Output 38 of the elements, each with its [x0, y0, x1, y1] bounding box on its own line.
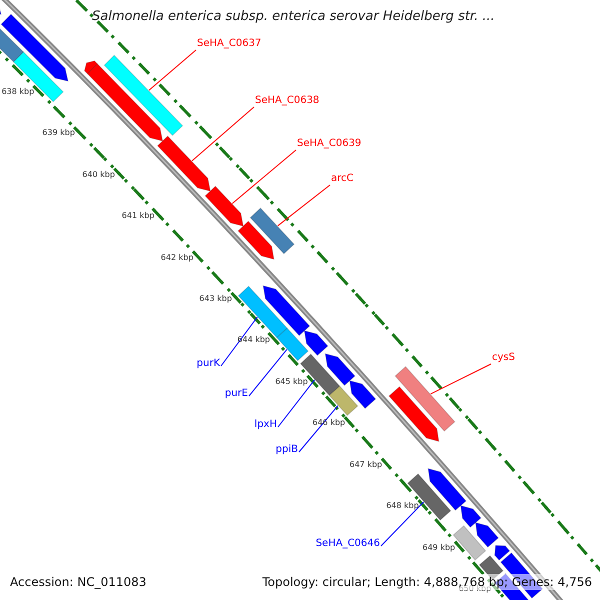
scale-label: 648 kbp [386, 501, 419, 512]
leader-line [148, 50, 196, 91]
gene-label: lpxH [254, 419, 277, 431]
gene-feature [250, 207, 295, 254]
leader-line [430, 364, 492, 394]
scale-label: 639 kbp [42, 128, 75, 138]
gene-label: purE [224, 388, 248, 400]
map-title: Salmonella enterica subsp. enterica serovar Heidelberg str. ... [92, 9, 495, 24]
scale-label: 638 kbp [2, 87, 34, 97]
gene-feature [394, 366, 456, 432]
leader-line [380, 502, 424, 546]
gene-label: arcC [331, 173, 354, 185]
accession-text: Accession: NC_011083 [8, 574, 148, 590]
leader-line [248, 348, 288, 396]
gene-feature [328, 385, 358, 416]
leader-line [277, 184, 330, 226]
scale-label: 641 kbp [122, 211, 154, 222]
gene-label: SeHA_C0646 [316, 538, 380, 550]
leader-line [278, 379, 316, 428]
gene-label: purK [196, 358, 220, 370]
leader-line [192, 106, 254, 162]
leader-line [232, 150, 296, 204]
gene-label: SeHA_C0638 [255, 95, 320, 107]
scale-label: 642 kbp [160, 252, 194, 262]
gene-label: SeHA_C0639 [297, 138, 362, 150]
gene-label: ppiB [276, 444, 298, 456]
leader-line [298, 405, 338, 452]
scale-label: 640 kbp [82, 170, 115, 180]
gene-feature [104, 54, 184, 136]
gene-feature [86, 63, 164, 142]
leader-line [220, 316, 258, 366]
gene-feature [156, 135, 211, 192]
scale-label: 647 kbp [350, 460, 382, 470]
gene-label: SeHA_C0637 [197, 38, 262, 50]
gene-label: cysS [492, 352, 515, 364]
gene-feature [204, 186, 244, 227]
gene-feature [276, 328, 309, 362]
scale-label: 645 kbp [275, 376, 308, 387]
